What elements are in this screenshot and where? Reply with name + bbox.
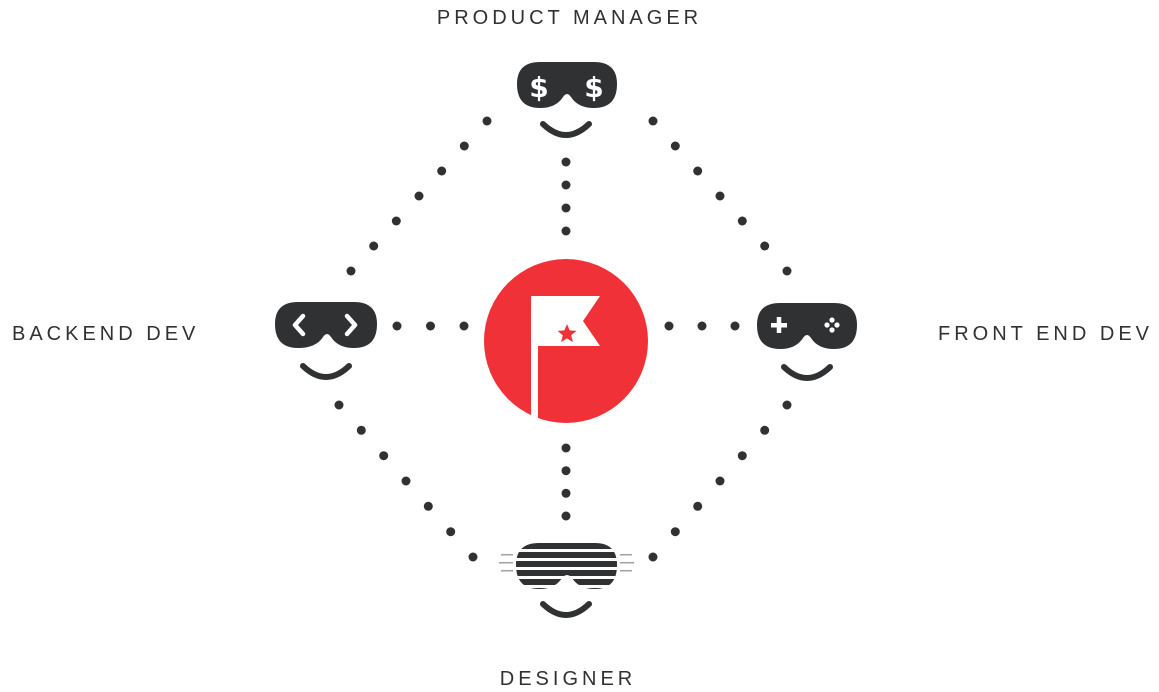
connector-dot [561, 443, 571, 453]
connector-dot [426, 321, 435, 331]
connector-dot [561, 488, 571, 498]
connector-dot [401, 476, 411, 486]
flag-star-icon [484, 259, 648, 423]
designer-label: DESIGNER [499, 668, 637, 690]
connector-dot [459, 141, 469, 151]
connector-dots [334, 116, 792, 562]
connector-dot [446, 527, 456, 537]
connector-dot [561, 466, 571, 476]
backend-dev-label: BACKEND DEV [12, 323, 200, 345]
connector-dot [391, 216, 401, 226]
connector-dot [737, 216, 747, 226]
connector-dot [369, 241, 379, 251]
connector-dot [414, 191, 424, 201]
connector-dot [693, 166, 703, 176]
connector-dot [670, 141, 680, 151]
front-end-dev-label: FRONT END DEV [938, 323, 1153, 345]
connector-dot [715, 476, 725, 486]
connector-dot [561, 157, 571, 167]
connector-dot [561, 511, 571, 521]
connector-dot [392, 321, 402, 331]
connector-dot [356, 425, 366, 435]
connector-dot [715, 191, 725, 201]
connector-dot [664, 321, 674, 331]
code-brackets-glasses-face-icon [275, 302, 377, 380]
connector-dot [468, 552, 478, 562]
connector-dot [437, 166, 447, 176]
gamepad-glasses-face-icon [757, 303, 857, 381]
connector-dot [561, 203, 571, 213]
connector-dot [334, 400, 344, 410]
connector-dot [346, 266, 356, 276]
connector-dot [459, 321, 469, 331]
connector-dot [648, 552, 658, 562]
connector-dot [760, 425, 770, 435]
connector-dot [561, 180, 571, 190]
product-manager-label: PRODUCT MANAGER [436, 7, 703, 29]
connector-dot [697, 321, 707, 331]
connector-dot [561, 226, 571, 236]
connector-dot [693, 501, 703, 511]
connector-dot [482, 116, 492, 126]
connector-dot [670, 527, 680, 537]
svg-text:$: $ [529, 71, 548, 104]
connector-dot [730, 321, 740, 331]
striped-shades-face-icon [499, 543, 634, 618]
connector-dot [782, 266, 792, 276]
connector-dot [648, 116, 658, 126]
connector-dot [379, 451, 389, 461]
dollar-glasses-face-icon: $ $ [517, 62, 617, 138]
connector-dot [737, 451, 747, 461]
connector-dot [760, 241, 770, 251]
connector-dot [782, 400, 792, 410]
svg-text:$: $ [584, 71, 603, 104]
connector-dot [423, 501, 433, 511]
